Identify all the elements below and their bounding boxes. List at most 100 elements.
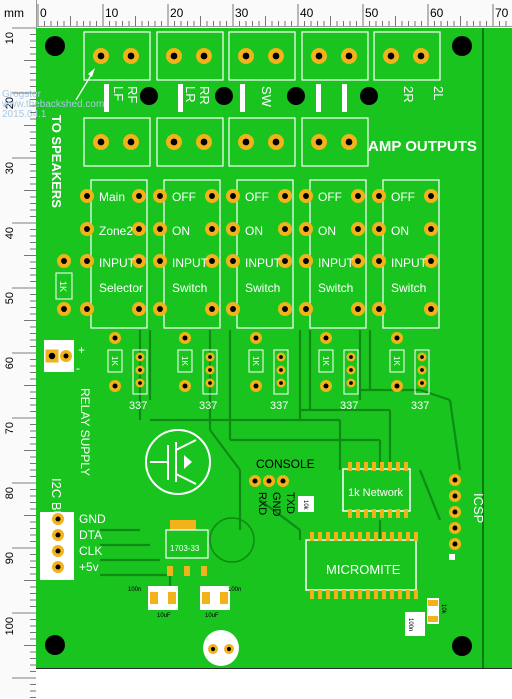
- regulator-pin: [167, 566, 173, 576]
- cap-label: 100n: [128, 587, 141, 593]
- chip-pin: [310, 532, 314, 541]
- pad-drill: [84, 258, 90, 264]
- canvas-background: [36, 668, 512, 699]
- pad-drill: [209, 226, 215, 232]
- arrow-line: [75, 71, 94, 101]
- pad-drill: [272, 52, 280, 60]
- pad-drill: [280, 478, 286, 484]
- watermark-line: www.thebackshed.com: [2, 99, 105, 110]
- pad-drill: [138, 355, 142, 359]
- pad-drill: [230, 258, 236, 264]
- pad-drill: [157, 226, 163, 232]
- mounting-hole: [140, 87, 158, 105]
- chip-pin: [398, 532, 402, 541]
- cap-pad: [220, 592, 228, 604]
- speaker-label: RR: [197, 86, 212, 105]
- mounting-hole: [452, 36, 472, 56]
- pad-drill: [420, 368, 424, 372]
- pad-drill: [97, 138, 105, 146]
- chip-pin: [366, 532, 370, 541]
- chip-pin: [356, 509, 360, 518]
- ruler-tick-label: 10: [105, 6, 119, 20]
- mosfet-lead: [175, 439, 197, 451]
- transistor-outline: [273, 349, 289, 395]
- relay-outline: [309, 179, 367, 329]
- transistor-label: 337: [129, 400, 147, 412]
- resistor-outline: [55, 272, 73, 300]
- relay-label-name: Switch: [318, 281, 353, 295]
- speaker-label: SW: [259, 86, 274, 108]
- watermark: Grogster www.thebackshed.com 2015.04.1: [2, 90, 104, 120]
- terminal-block-outline: [301, 117, 369, 167]
- speaker-label: 2R: [401, 86, 416, 103]
- mounting-hole: [287, 87, 305, 105]
- pad-drill: [209, 258, 215, 264]
- transistor-label: 337: [199, 400, 217, 412]
- relay-label-mid: ON: [172, 224, 190, 238]
- chip-pin: [350, 532, 354, 541]
- trace: [418, 469, 442, 521]
- chip-pin: [372, 509, 376, 518]
- terminal-block-outline: [156, 117, 224, 167]
- pad-drill: [452, 493, 458, 499]
- trace: [419, 388, 451, 402]
- transistor-outline: [202, 349, 218, 395]
- terminal-block-outline: [228, 31, 296, 81]
- chip-pin: [406, 590, 410, 599]
- relay-label-mid: ON: [245, 224, 263, 238]
- pad-drill: [170, 52, 178, 60]
- trace: [448, 399, 462, 471]
- pad-drill: [428, 306, 434, 312]
- mounting-hole: [45, 635, 65, 655]
- pad-drill: [355, 226, 361, 232]
- board-edge: [482, 28, 484, 668]
- speaker-label: LF: [111, 86, 126, 101]
- resistor-outline: [248, 349, 264, 373]
- pad-drill: [55, 564, 61, 570]
- pad-drill: [266, 478, 272, 484]
- terminal-block-outline: [228, 117, 296, 167]
- smd-label: 10k: [440, 604, 446, 615]
- chip-pin: [348, 462, 352, 471]
- icsp-label: ICSP: [471, 493, 486, 523]
- pad-drill: [315, 138, 323, 146]
- silk-bar: [316, 84, 321, 112]
- cap-label: 10uF: [157, 613, 171, 619]
- pad-drill: [157, 193, 163, 199]
- pad-drill: [61, 258, 67, 264]
- resistor-label: 1K: [321, 356, 330, 366]
- i2c-pin-label: DTA: [79, 528, 102, 542]
- top-ruler: [0, 0, 512, 27]
- smd-label: 100n: [407, 618, 413, 631]
- pad-drill: [452, 525, 458, 531]
- pad-drill: [136, 193, 142, 199]
- pad-drill: [279, 381, 283, 385]
- resistor-label: 1K: [392, 356, 401, 366]
- pad-drill: [279, 355, 283, 359]
- mounting-hole: [360, 87, 378, 105]
- relay-minus-label: -: [76, 361, 80, 375]
- pad-drill: [55, 548, 61, 554]
- transistor-label: 337: [270, 400, 288, 412]
- smd-label: 10k: [302, 500, 308, 511]
- chip-pin: [372, 462, 376, 471]
- pad-drill: [349, 381, 353, 385]
- pad-drill: [282, 193, 288, 199]
- pad-drill: [303, 306, 309, 312]
- resistor-outline: [389, 349, 405, 373]
- relay-label-top: OFF: [245, 190, 269, 204]
- speaker-label: RF: [125, 86, 140, 103]
- pad-drill: [323, 383, 329, 389]
- pad-drill: [253, 383, 259, 389]
- relay-label-mid: ON: [318, 224, 336, 238]
- relay-label-top: OFF: [318, 190, 342, 204]
- watermark-line: 2015.04.1: [2, 109, 47, 120]
- resistor-label: 1K: [58, 281, 68, 292]
- pad-drill: [127, 52, 135, 60]
- pad-drill: [452, 509, 458, 515]
- resistor-label: 1K: [180, 356, 189, 366]
- cap-pad: [428, 600, 438, 606]
- chip-pin: [318, 590, 322, 599]
- pad-drill: [242, 138, 250, 146]
- pad-drill: [112, 335, 118, 341]
